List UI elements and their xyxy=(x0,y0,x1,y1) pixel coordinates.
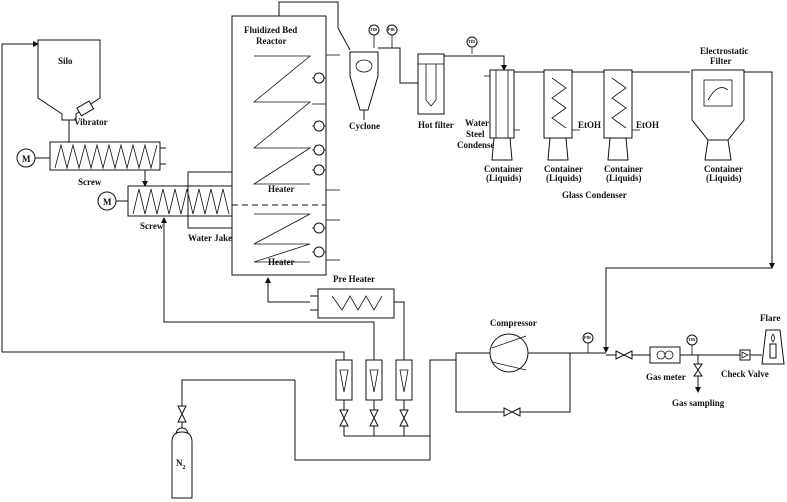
gauge-icon xyxy=(313,144,325,156)
flare-label: Flare xyxy=(760,313,780,323)
flare: Flare xyxy=(760,313,785,365)
svg-text:(Liquids): (Liquids) xyxy=(486,173,522,183)
reactor-label-line1: Fluidized Bed xyxy=(244,25,297,35)
gauge-icon xyxy=(313,246,325,258)
svg-text:(Liquids): (Liquids) xyxy=(606,173,642,183)
vibrator-label: Vibrator xyxy=(74,117,108,127)
electrostatic-label-line2: Filter xyxy=(710,56,732,66)
gas-sampling-label: Gas sampling xyxy=(672,398,725,408)
gas-return-line xyxy=(603,267,772,353)
motor-1-label: M xyxy=(22,154,31,164)
svg-text:TIR: TIR xyxy=(468,39,475,44)
compressor: Compressor xyxy=(489,318,537,373)
screw-conveyor-1: M Screw xyxy=(16,141,166,187)
check-valve-label: Check Valve xyxy=(721,369,769,379)
gas-meter-label: Gas meter xyxy=(646,372,686,382)
screw-conveyor-2: M Screw xyxy=(97,185,233,231)
svg-text:Container: Container xyxy=(704,164,743,174)
n2-to-screw2-line xyxy=(161,217,375,360)
compressor-label: Compressor xyxy=(490,318,537,328)
pre-heater: Pre Heater xyxy=(310,274,395,319)
gas-valve-icon[interactable] xyxy=(615,350,633,360)
etoh-2-label: EtOH xyxy=(636,120,659,130)
gauge-icon xyxy=(313,72,325,84)
cyclone-label: Cyclone xyxy=(349,121,380,131)
screw-1-label: Screw xyxy=(78,177,102,187)
pre-heater-label: Pre Heater xyxy=(333,274,375,284)
compressor-outlet-line xyxy=(429,352,490,436)
heater-upper-label: Heater xyxy=(268,184,294,194)
heater-lower-label: Heater xyxy=(268,257,294,267)
gas-meter: Gas meter xyxy=(646,346,686,382)
cyclone-to-hot-filter-line xyxy=(378,47,418,84)
hot-filter-to-condenser-line xyxy=(444,55,507,71)
steel-condenser-label-line2: Condenser xyxy=(457,140,499,150)
n2-manifold-line xyxy=(294,380,431,461)
gauge-icon xyxy=(313,120,325,132)
reactor-label-line2: Reactor xyxy=(256,36,286,46)
svg-text:(Liquids): (Liquids) xyxy=(546,173,582,183)
container-2: Container (Liquids) xyxy=(544,137,583,183)
rotameter-1 xyxy=(335,359,353,401)
sampling-valve-icon[interactable] xyxy=(693,363,703,377)
rotameters xyxy=(335,359,413,436)
vibrator: Vibrator xyxy=(74,100,108,127)
svg-text:PIR: PIR xyxy=(388,27,395,32)
rotameter-3 xyxy=(395,359,413,401)
valve-icon xyxy=(399,409,409,427)
heater-upper-coil xyxy=(252,55,312,185)
svg-text:Container: Container xyxy=(484,164,523,174)
svg-text:TIR: TIR xyxy=(688,337,695,342)
svg-text:Container: Container xyxy=(604,164,643,174)
glass-condenser-2: EtOH xyxy=(603,69,659,139)
n2-cylinder: N2 xyxy=(171,379,295,499)
glass-condenser-label: Glass Condenser xyxy=(562,190,627,200)
heater-lower-coil xyxy=(253,213,311,263)
hot-filter-label: Hot filter xyxy=(418,120,454,130)
svg-text:TIR: TIR xyxy=(370,27,377,32)
reactor-gauges xyxy=(313,72,325,258)
bypass-valve-icon[interactable] xyxy=(503,407,521,417)
electrostatic-label-line1: Electrostatic xyxy=(700,46,748,56)
steel-condenser-label-line1: Steel xyxy=(466,129,485,139)
rotameter-2 xyxy=(365,359,383,401)
svg-text:(Liquids): (Liquids) xyxy=(706,173,742,183)
container-3: Container (Liquids) xyxy=(604,137,643,183)
motor-2-label: M xyxy=(103,197,112,207)
screw-2-label: Screw xyxy=(140,221,164,231)
cyclone: Cyclone xyxy=(349,51,380,131)
preheater-feed-line xyxy=(394,301,405,360)
gauge-icon xyxy=(313,222,325,234)
glass-condenser-1: EtOH xyxy=(543,69,601,139)
gauge-icon xyxy=(313,164,325,176)
water-jacket-label: Water Jaket xyxy=(188,233,235,243)
container-1: Container (Liquids) xyxy=(484,137,523,183)
svg-text:PIR: PIR xyxy=(584,335,591,340)
valve-icon xyxy=(369,409,379,427)
fluidized-bed-reactor: Fluidized Bed Reactor Heater Heater xyxy=(231,15,340,276)
rotameter-valves[interactable] xyxy=(339,409,409,427)
hot-filter: Hot filter xyxy=(417,53,454,130)
valve-icon xyxy=(339,409,349,427)
water-label: Water xyxy=(465,118,489,128)
n2-label: N2 xyxy=(176,458,186,471)
svg-text:Container: Container xyxy=(544,164,583,174)
steel-condenser: Water Steel Condenser xyxy=(457,69,520,150)
cyclone-gauges: TIR PIR xyxy=(368,24,398,48)
esp-outlet-line xyxy=(744,71,775,269)
silo: Silo xyxy=(37,39,101,121)
silo-label: Silo xyxy=(58,56,73,66)
electrostatic-filter: Electrostatic Filter Container (Liquids) xyxy=(691,46,748,183)
etoh-1-label: EtOH xyxy=(578,120,601,130)
n2-valve-icon[interactable] xyxy=(177,405,187,423)
preheater-to-reactor-line xyxy=(265,277,310,303)
reactor-to-cyclone-line xyxy=(278,1,351,51)
n2-to-silo-line xyxy=(1,41,345,360)
